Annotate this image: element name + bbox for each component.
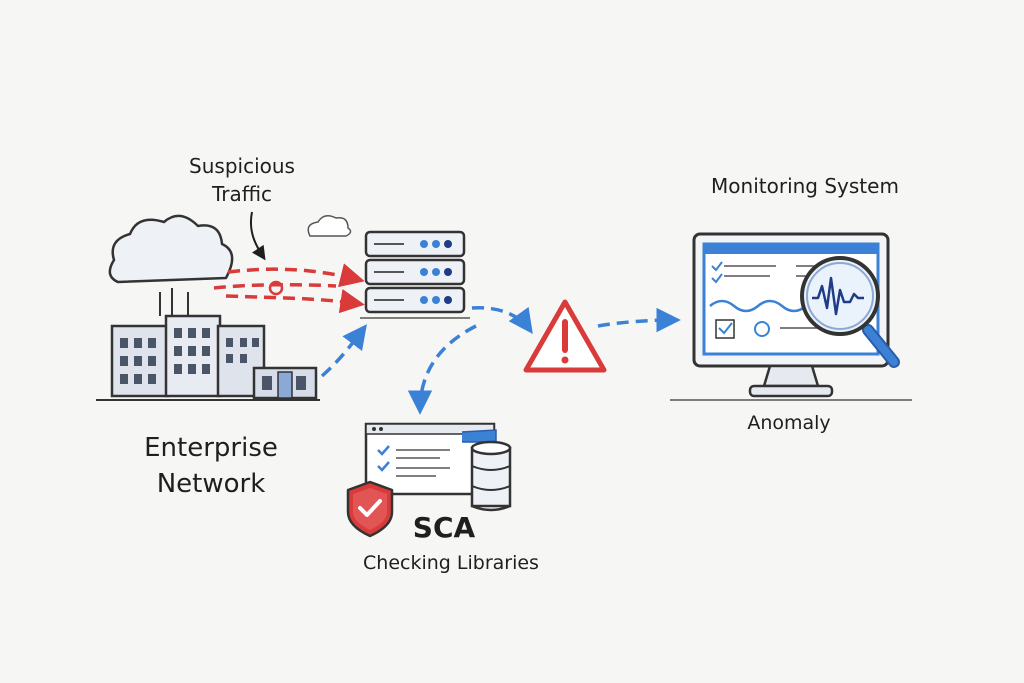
monitoring-system-label: Monitoring System (711, 174, 899, 198)
database-icon (470, 440, 512, 512)
server-to-warning-arrow (471, 306, 533, 334)
enterprise-network-line1: Enterprise (144, 433, 278, 463)
building-icon (96, 288, 320, 401)
suspicious-traffic-line1: Suspicious (189, 154, 295, 178)
monitor-icon (670, 232, 912, 401)
warning-triangle-icon (523, 299, 607, 373)
browser-window-icon (364, 422, 497, 496)
warning-to-monitor-arrow (597, 307, 681, 333)
sca-label: SCA (412, 511, 476, 544)
label-pointer-arrow (250, 211, 266, 261)
magnifying-glass-icon (800, 256, 900, 368)
server-to-sca-arrow (407, 324, 477, 415)
suspicious-traffic-flow (213, 263, 365, 314)
enterprise-network-line2: Network (156, 469, 266, 499)
suspicious-traffic-line2: Traffic (211, 182, 273, 206)
cloud-icon (108, 214, 234, 284)
shield-check-icon (346, 480, 394, 538)
anomaly-label: Anomaly (747, 412, 831, 434)
small-cloud-icon (307, 215, 352, 237)
server-stack-icon (360, 230, 470, 319)
enterprise-network-label: Enterprise Network (122, 430, 300, 502)
suspicious-traffic-label: Suspicious Traffic (178, 152, 306, 208)
checking-libraries-label: Checking Libraries (363, 552, 539, 574)
network-flow-arrow (320, 324, 367, 378)
